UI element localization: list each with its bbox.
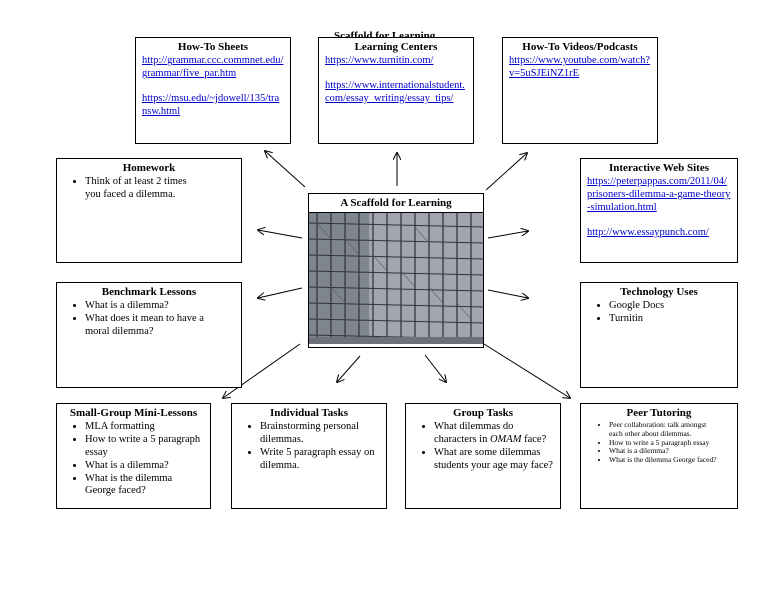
benchmark-item: What does it mean to have a moral dilemm… xyxy=(85,313,205,339)
peer-tutoring-title: Peer Tutoring xyxy=(626,407,692,419)
group-tasks-box: Group Tasks What dilemmas do characters … xyxy=(405,403,561,509)
scaffolding-building-photo xyxy=(309,213,483,344)
arrow-peer-tutoring xyxy=(483,343,570,398)
homework-title: Homework xyxy=(122,162,176,174)
arrow-individual-tasks xyxy=(337,355,361,382)
arrow-technology-uses xyxy=(487,289,528,298)
technology-item: Turnitin xyxy=(609,313,731,326)
peer-tutoring-item: Peer collaboration: talk amongst each ot… xyxy=(609,421,719,438)
small-group-box: Small-Group Mini-Lessons MLA formatting … xyxy=(56,403,211,509)
omam-title: OMAM xyxy=(489,434,522,446)
group-tasks-title: Group Tasks xyxy=(452,407,514,419)
youtube-link[interactable]: https://www.youtube.com/watch?v=5uSJEiNZ… xyxy=(509,55,651,80)
group-item: What dilemmas do characters in OMAM face… xyxy=(434,421,554,447)
arrow-interactive-web-sites xyxy=(487,231,528,239)
interactive-web-sites-title: Interactive Web Sites xyxy=(608,162,709,174)
homework-item: Think of at least 2 times you faced a di… xyxy=(85,176,191,202)
how-to-sheets-box: How-To Sheets http://grammar.ccc.commnet… xyxy=(135,37,291,144)
small-group-item: MLA formatting xyxy=(85,421,204,434)
grammar-five-par-link[interactable]: http://grammar.ccc.commnet.edu/grammar/f… xyxy=(142,55,284,80)
small-group-title: Small-Group Mini-Lessons xyxy=(69,407,198,419)
technology-item: Google Docs xyxy=(609,300,731,313)
arrow-homework xyxy=(258,230,303,239)
individual-tasks-title: Individual Tasks xyxy=(270,407,348,419)
learning-centers-title: Learning Centers xyxy=(354,41,438,53)
individual-item: Brainstorming personal dilemmas. xyxy=(260,421,380,447)
small-group-item: What is a dilemma? xyxy=(85,460,204,473)
group-item-text: What dilemmas do characters in xyxy=(434,421,514,446)
individual-item: Write 5 paragraph essay on dilemma. xyxy=(260,447,380,473)
interactive-web-sites-box: Interactive Web Sites https://peterpappa… xyxy=(580,158,738,263)
learning-centers-box: Learning Centers https://www.turnitin.co… xyxy=(318,37,474,144)
small-group-item: What is the dilemma George faced? xyxy=(85,473,204,499)
arrow-group-tasks xyxy=(424,354,446,382)
partial-title-text: Scaffold for Learning xyxy=(334,30,436,37)
arrow-how-to-sheets xyxy=(265,151,306,188)
small-group-item: How to write a 5 paragraph essay xyxy=(85,434,204,460)
msu-transw-link[interactable]: https://msu.edu/~jdowell/135/transw.html xyxy=(142,93,280,117)
benchmark-item: What is a dilemma? xyxy=(85,300,205,313)
peer-tutoring-box: Peer Tutoring Peer collaboration: talk a… xyxy=(580,403,738,509)
benchmark-lessons-box: Benchmark Lessons What is a dilemma? Wha… xyxy=(56,282,242,388)
how-to-videos-title: How-To Videos/Podcasts xyxy=(522,41,638,53)
arrow-how-to-videos xyxy=(485,153,527,191)
homework-box: Homework Think of at least 2 times you f… xyxy=(56,158,242,263)
arrow-benchmark-lessons xyxy=(258,287,303,298)
arrow-small-group xyxy=(223,343,301,398)
international-student-link[interactable]: https://www.internationalstudent.com/ess… xyxy=(325,80,465,104)
peer-tutoring-item: What is the dilemma George faced? xyxy=(609,455,719,465)
group-item: What are some dilemmas students your age… xyxy=(434,447,554,473)
peer-tutoring-item: How to write a 5 paragraph essay xyxy=(609,438,719,448)
technology-uses-title: Technology Uses xyxy=(620,286,698,298)
essaypunch-link[interactable]: http://www.essaypunch.com/ xyxy=(587,226,709,238)
center-box: A Scaffold for Learning xyxy=(308,193,484,348)
individual-tasks-box: Individual Tasks Brainstorming personal … xyxy=(231,403,387,509)
technology-uses-box: Technology Uses Google Docs Turnitin xyxy=(580,282,738,388)
how-to-sheets-title: How-To Sheets xyxy=(177,41,249,53)
turnitin-link[interactable]: https://www.turnitin.com/ xyxy=(325,55,434,67)
peer-tutoring-item: What is a dilemma? xyxy=(609,447,719,456)
group-item-text: face? xyxy=(521,434,547,446)
benchmark-lessons-title: Benchmark Lessons xyxy=(101,286,197,298)
center-title: A Scaffold for Learning xyxy=(309,194,483,213)
how-to-videos-box: How-To Videos/Podcasts https://www.youtu… xyxy=(502,37,658,144)
peterpappas-link[interactable]: https://peterpappas.com/2011/04/prisoner… xyxy=(587,176,731,213)
